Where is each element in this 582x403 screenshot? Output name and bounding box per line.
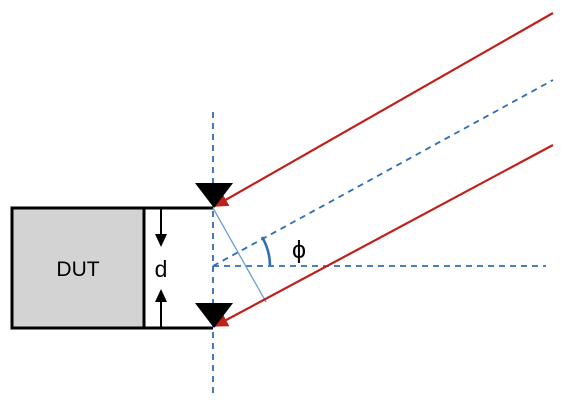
antenna-element-upper [195,183,233,208]
d-arrow-up-head [155,289,167,302]
separation-bracket [142,206,213,330]
separation-label: d [155,256,168,282]
path-difference-line [212,207,267,303]
angle-arc [260,236,272,267]
incident-ray-upper [213,12,554,207]
d-arrow-down-head [155,234,167,247]
dut-label: DUT [56,258,99,281]
arrival-direction-line [212,79,554,267]
incident-ray-lower [213,144,554,327]
dut-box [10,206,146,330]
angle-label: ϕ [292,236,306,264]
antenna-element-lower [195,303,233,328]
